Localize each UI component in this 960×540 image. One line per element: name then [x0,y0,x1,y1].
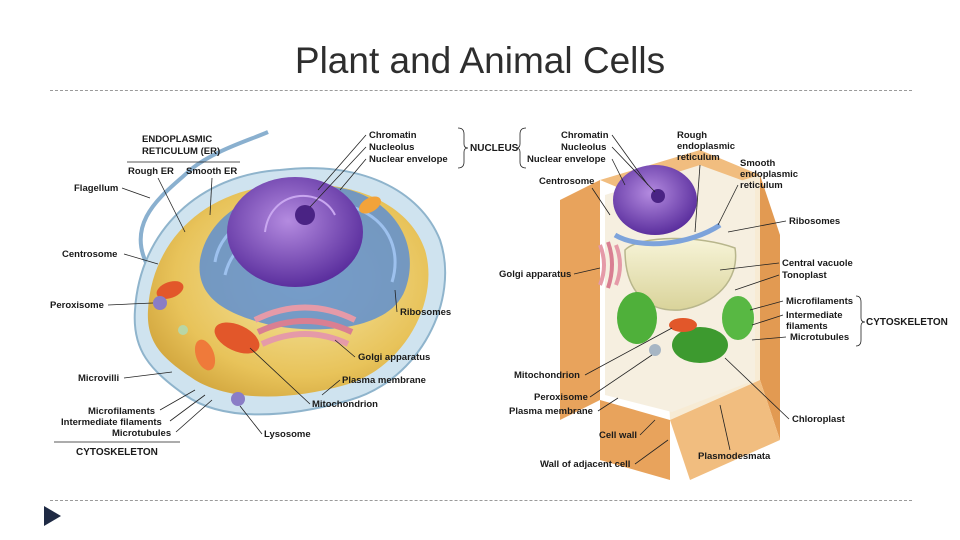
label-plant-smooth-er-3: reticulum [740,180,783,191]
animal-lysosome-shape [231,392,245,406]
label-animal-ribosomes: Ribosomes [400,307,451,318]
animal-labels: ENDOPLASMIC RETICULUM (ER) Rough ER Smoo… [50,127,519,458]
label-flagellum: Flagellum [74,183,118,194]
label-animal-golgi: Golgi apparatus [358,352,430,363]
label-animal-plasma-membrane: Plasma membrane [342,375,426,386]
animal-mitochondrion-shape [214,322,260,354]
label-cell-wall: Cell wall [599,430,637,441]
label-plant-rough-er-1: Rough [677,130,707,141]
top-divider [50,90,912,91]
plant-golgi-shape [598,241,622,289]
label-plant-plasma-membrane: Plasma membrane [509,406,593,417]
label-microvilli: Microvilli [78,373,119,384]
label-peroxisome: Peroxisome [50,300,104,311]
plant-chloroplast-shape [617,292,657,344]
label-animal-cytoskeleton: CYTOSKELETON [76,447,158,458]
plant-peroxisome-shape [649,344,661,356]
label-centrosome: Centrosome [62,249,117,260]
label-intermediate-filaments: Intermediate filaments [61,417,162,428]
label-smooth-er: Smooth ER [186,166,237,177]
animal-peroxisome-shape [153,296,167,310]
label-nucleolus: Nucleolus [369,142,414,153]
label-plant-golgi: Golgi apparatus [499,269,571,280]
label-animal-nucleus: NUCLEUS [470,143,519,154]
label-animal-mitochondrion: Mitochondrion [312,399,378,410]
plant-mitochondrion-shape [669,318,697,332]
label-plant-microfilaments: Microfilaments [786,296,853,307]
label-plasmodesmata: Plasmodesmata [698,451,771,462]
label-nuclear-envelope: Nuclear envelope [369,154,448,165]
label-wall-adjacent-cell: Wall of adjacent cell [540,459,630,470]
label-plant-chromatin: Chromatin [561,130,609,141]
animal-golgi-shape [253,304,357,347]
flagellum-shape [138,130,269,272]
plant-er-shape [613,222,722,247]
label-plant-nucleolus: Nucleolus [561,142,606,153]
slide-title: Plant and Animal Cells [294,40,666,81]
label-plant-microtubules: Microtubules [790,332,849,343]
label-lysosome: Lysosome [264,429,311,440]
animal-nucleus-shape [227,177,363,287]
label-plant-cytoskeleton: CYTOSKELETON [866,317,948,328]
plant-cell-illustration [560,150,780,480]
label-plant-rough-er-2: endoplasmic [677,141,735,152]
label-plant-centrosome: Centrosome [539,176,594,187]
label-plant-intermediate-2: filaments [786,321,828,332]
bottom-divider [50,500,912,501]
label-er-title-2: RETICULUM (ER) [142,146,220,157]
label-microtubules: Microtubules [112,428,171,439]
label-rough-er: Rough ER [128,166,174,177]
label-plant-mitochondrion: Mitochondrion [514,370,580,381]
label-plant-smooth-er-1: Smooth [740,158,776,169]
label-plant-ribosomes: Ribosomes [789,216,840,227]
plant-labels: Chromatin Nucleolus Nuclear envelope Rou… [499,127,948,470]
label-central-vacuole: Central vacuole [782,258,853,269]
animal-nucleolus-shape [295,205,315,225]
label-plant-nuclear-envelope: Nuclear envelope [527,154,606,165]
label-er-title-1: ENDOPLASMIC [142,134,212,145]
label-plant-rough-er-3: reticulum [677,152,720,163]
play-arrow-icon[interactable] [44,506,61,526]
animal-cell-illustration [133,130,447,416]
label-plant-smooth-er-2: endoplasmic [740,169,798,180]
plant-cell-wall-shape [560,180,600,420]
label-chloroplast: Chloroplast [792,414,846,425]
label-plant-peroxisome: Peroxisome [534,392,588,403]
plant-nucleolus-shape [651,189,665,203]
label-microfilaments: Microfilaments [88,406,155,417]
label-plant-intermediate-1: Intermediate [786,310,843,321]
label-chromatin: Chromatin [369,130,417,141]
label-tonoplast: Tonoplast [782,270,828,281]
